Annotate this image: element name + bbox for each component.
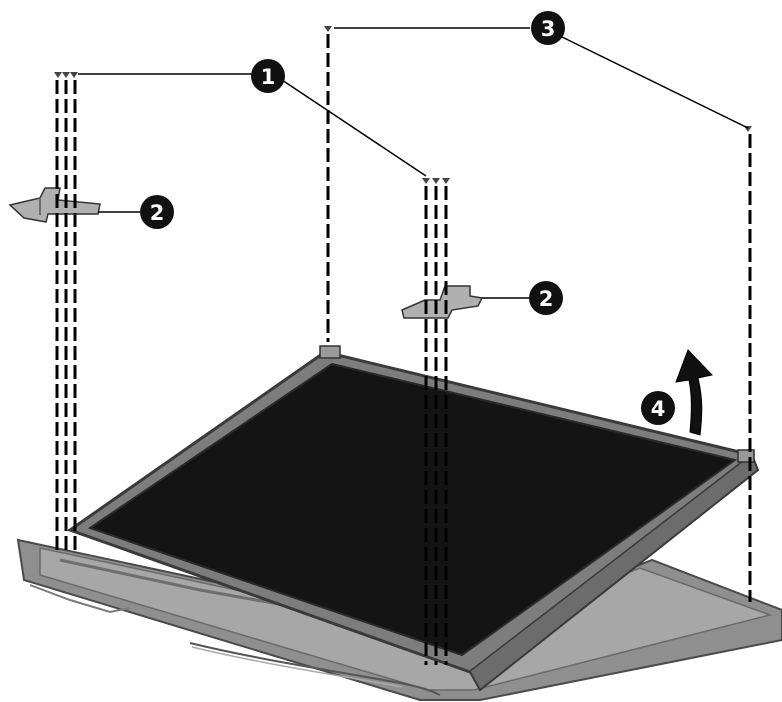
svg-text:3: 3 (541, 17, 556, 41)
callout-2-left: 2 (140, 195, 174, 229)
leader-lines (78, 27, 749, 299)
callout-2-right: 2 (529, 281, 563, 315)
svg-text:2: 2 (539, 287, 554, 311)
svg-text:2: 2 (150, 201, 165, 225)
display-cable (189, 642, 441, 696)
left-hinge-bracket (8, 187, 101, 223)
screws-item-1-right (422, 178, 450, 184)
callout-1: 1 (251, 59, 285, 93)
screws-item-1-left (54, 72, 78, 78)
screws-item-3 (324, 26, 752, 132)
screw-path-lines (55, 34, 752, 665)
right-hinge-bracket (401, 285, 484, 319)
svg-text:4: 4 (651, 397, 666, 421)
callout-4: 4 (641, 391, 675, 425)
callout-3: 3 (531, 11, 565, 45)
lift-arrow (675, 349, 713, 436)
lcd-panel (66, 345, 760, 692)
svg-text:1: 1 (261, 65, 276, 89)
